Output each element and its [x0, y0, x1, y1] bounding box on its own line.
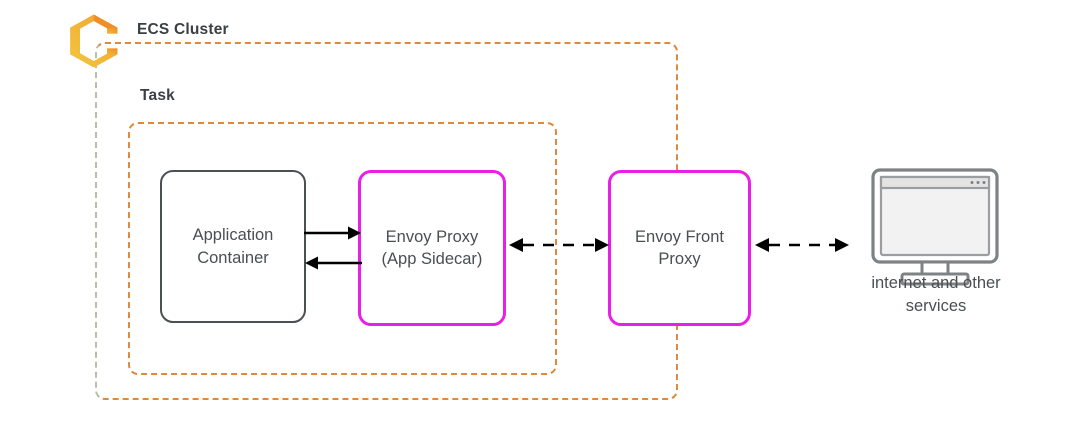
arrow-envoy-front-proxy-to-internet — [755, 238, 849, 252]
internet-and-other-services-label: internet and other services — [840, 272, 1032, 318]
task-group-box — [128, 122, 557, 375]
monitor-icon — [871, 168, 999, 286]
ecs-cluster-label: ECS Cluster — [137, 21, 229, 38]
node-label-line-2: (App Sidecar) — [381, 250, 483, 268]
node-envoy-front-proxy-label: Envoy Front Proxy — [629, 226, 730, 271]
arrow-app-container-to-envoy-sidecar — [304, 226, 361, 240]
caption-line-2: services — [905, 297, 967, 316]
arrow-envoy-sidecar-to-envoy-front-proxy — [509, 238, 609, 252]
node-envoy-proxy-sidecar[interactable]: Envoy Proxy (App Sidecar) — [358, 170, 506, 326]
node-label-line-2: Proxy — [658, 250, 701, 268]
node-label-line-2: Container — [197, 248, 269, 267]
node-application-container-label: Application Container — [187, 224, 280, 269]
node-label-line-1: Envoy Proxy — [385, 227, 479, 246]
node-envoy-proxy-sidecar-label: Envoy Proxy (App Sidecar) — [376, 226, 489, 271]
task-label: Task — [140, 87, 175, 104]
node-envoy-front-proxy[interactable]: Envoy Front Proxy — [608, 170, 751, 326]
arrow-envoy-sidecar-to-app-container — [305, 256, 362, 270]
node-label-line-1: Envoy Front — [635, 227, 724, 246]
node-label-line-1: Application — [192, 226, 274, 245]
node-application-container[interactable]: Application Container — [160, 170, 306, 323]
aws-ecs-hexagon-icon — [70, 14, 118, 68]
caption-line-1: internet and other — [871, 274, 1001, 292]
